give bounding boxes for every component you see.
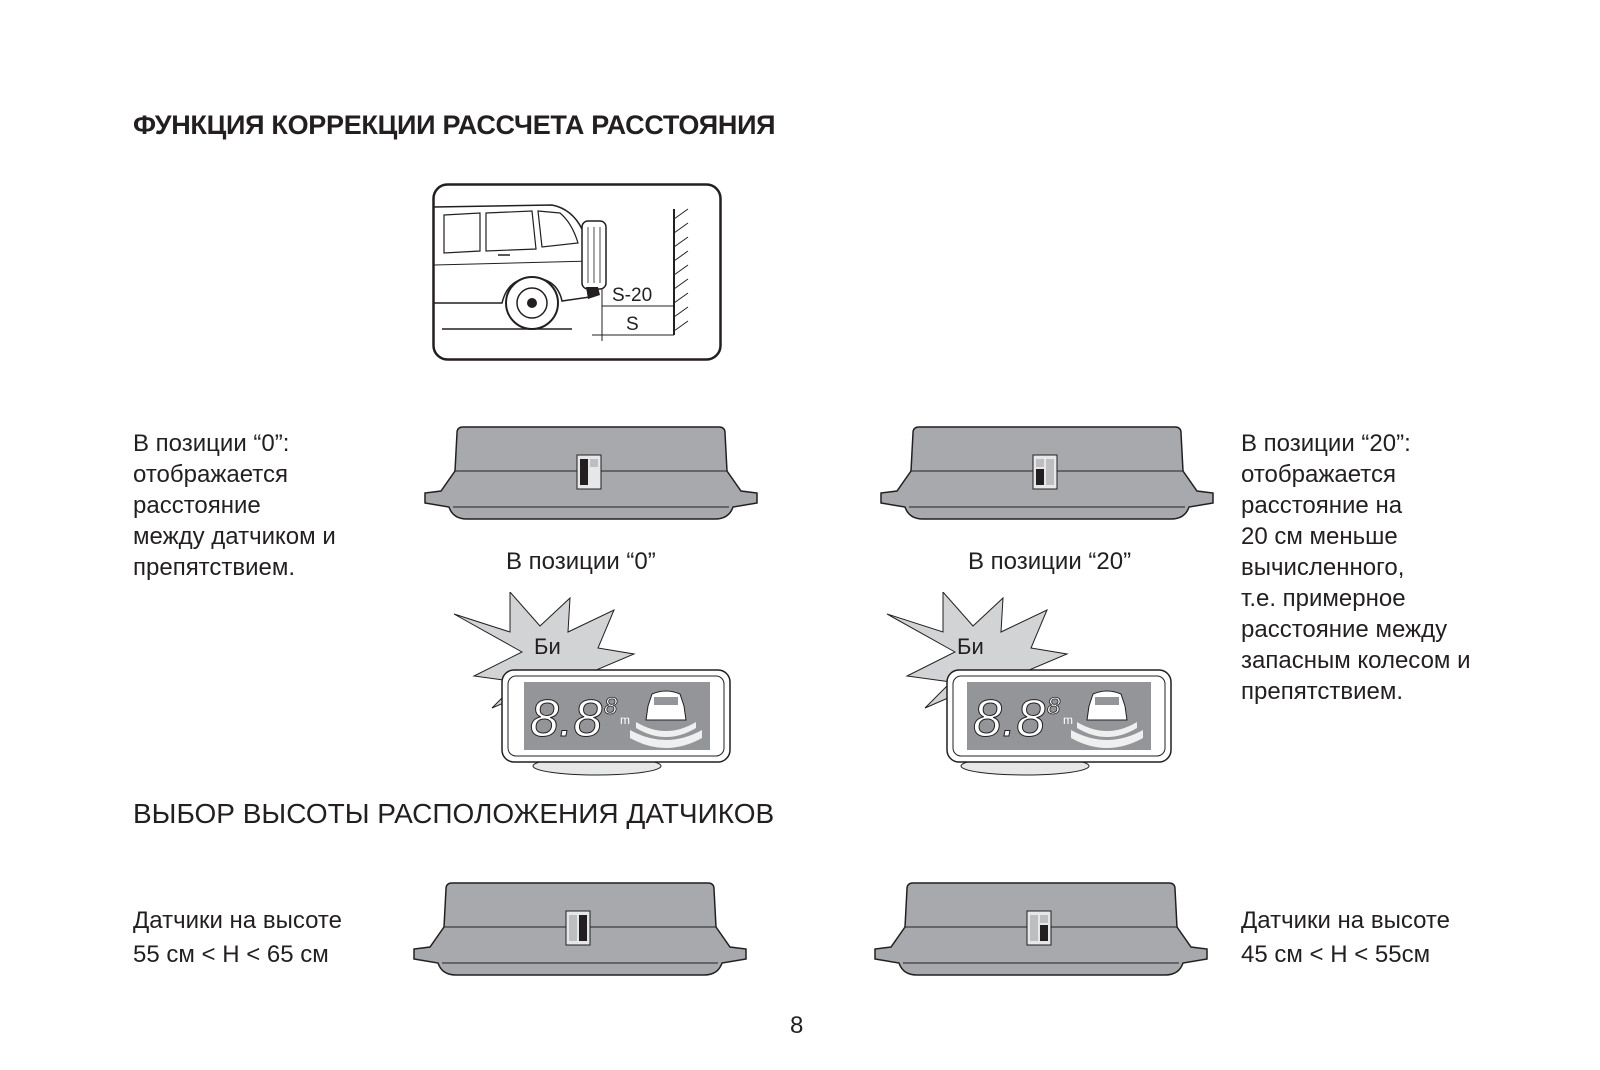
control-unit-position-0 — [424, 426, 758, 520]
height-55-65-description: Датчики на высоте 55 см < H < 65 см — [133, 907, 342, 968]
control-unit-height-55-65 — [413, 882, 747, 976]
car-radar-icon — [1071, 690, 1143, 748]
distance-small-digit: 8 — [1047, 693, 1061, 720]
dip-switch-icon — [576, 454, 602, 490]
position-0-description: В позиции “0”: отображается расстояние м… — [133, 430, 336, 581]
beep-label: Би — [957, 634, 984, 659]
distance-small-digit: 8 — [604, 693, 618, 720]
car-radar-icon — [630, 690, 702, 748]
position-20-description: В позиции “20”: отображается расстояние … — [1241, 430, 1471, 705]
dip-switch-icon — [1026, 910, 1052, 946]
distance-digits: 8.8 — [973, 690, 1045, 748]
switch-caption-position-0: В позиции “0” — [506, 548, 656, 575]
section-title-distance-correction: ФУНКЦИЯ КОРРЕКЦИИ РАССЧЕТА РАССТОЯНИЯ — [133, 110, 776, 140]
height-45-55-description: Датчики на высоте 45 см < H < 55см — [1241, 907, 1450, 968]
switch-caption-position-20: В позиции “20” — [968, 548, 1132, 575]
distance-unit: m — [620, 713, 630, 727]
dip-switch-icon — [1032, 454, 1058, 490]
control-unit-height-45-55 — [874, 882, 1208, 976]
dimension-label-s: S — [626, 314, 639, 335]
page-number: 8 — [790, 1012, 804, 1039]
control-unit-position-20 — [880, 426, 1214, 520]
car-distance-diagram: S-20 S — [432, 183, 722, 361]
dip-switch-icon — [565, 910, 591, 946]
parking-display-right: Би 8.8 8 m — [886, 592, 1172, 776]
distance-unit: m — [1063, 713, 1073, 727]
section-title-sensor-height: ВЫБОР ВЫСОТЫ РАСПОЛОЖЕНИЯ ДАТЧИКОВ — [133, 798, 775, 829]
parking-display-left: Би 8.8 8 m — [453, 592, 731, 776]
distance-digits: 8.8 — [530, 690, 602, 748]
beep-label: Би — [534, 634, 561, 659]
dimension-label-s-minus-20: S-20 — [612, 285, 652, 306]
